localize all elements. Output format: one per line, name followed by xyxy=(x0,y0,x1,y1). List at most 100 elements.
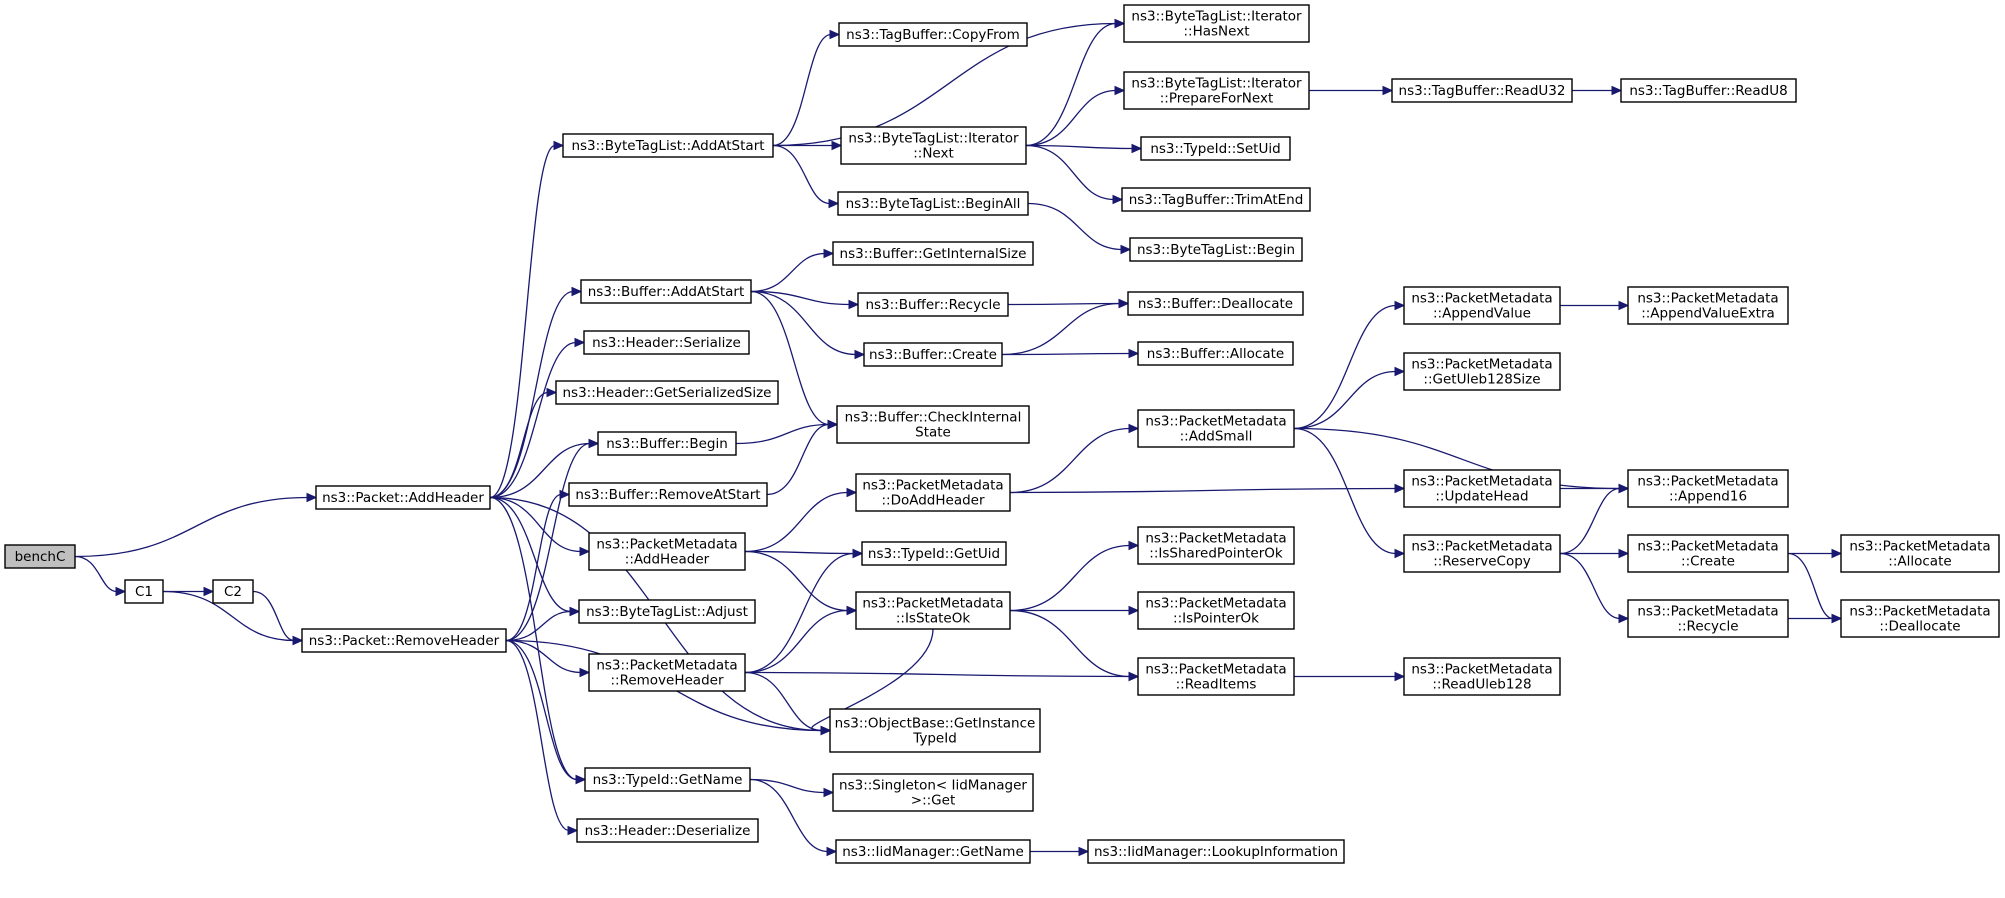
node-pm-get-uleb128-size[interactable]: ns3::PacketMetadata::GetUleb128Size xyxy=(1403,352,1561,391)
arrowhead xyxy=(852,548,864,559)
node-pm-is-state-ok[interactable]: ns3::PacketMetadata::IsStateOk xyxy=(855,591,1011,630)
node-label-line: ns3::PacketMetadata xyxy=(1637,539,1778,555)
node-hdr-deserialize[interactable]: ns3::Header::Deserialize xyxy=(576,818,759,843)
arrowhead xyxy=(292,635,304,646)
node-pm-is-pointer-ok[interactable]: ns3::PacketMetadata::IsPointerOk xyxy=(1137,591,1295,630)
edge-add-header-pkt-to-hdr-serialize xyxy=(489,337,586,499)
edge-btl-add-at-start-to-btl-begin-all xyxy=(772,144,840,209)
node-pm-recycle[interactable]: ns3::PacketMetadata::Recycle xyxy=(1627,599,1789,638)
node-box xyxy=(863,342,1003,367)
node-remove-header-pkt[interactable]: ns3::Packet::RemoveHeader xyxy=(301,628,507,653)
node-pm-reserve-copy[interactable]: ns3::PacketMetadata::ReserveCopy xyxy=(1403,534,1561,573)
node-label-line: ns3::PacketMetadata xyxy=(862,596,1003,612)
edge-btli-prep-next-to-tb-read-u32 xyxy=(1309,85,1394,96)
node-tb-read-u8[interactable]: ns3::TagBuffer::ReadU8 xyxy=(1620,78,1797,103)
node-hdr-get-ser-size[interactable]: ns3::Header::GetSerializedSize xyxy=(555,380,779,405)
node-box xyxy=(1123,4,1310,43)
node-buf-create[interactable]: ns3::Buffer::Create xyxy=(863,342,1003,367)
edge-btli-next-to-btli-has-next xyxy=(1025,18,1126,147)
node-btli-has-next[interactable]: ns3::ByteTagList::Iterator::HasNext xyxy=(1123,4,1310,43)
node-c2[interactable]: C2 xyxy=(212,579,254,604)
edge-remove-header-pkt-to-type-id-get-name xyxy=(505,639,587,785)
node-buf-remove-at-start[interactable]: ns3::Buffer::RemoveAtStart xyxy=(568,482,768,507)
node-pm-create[interactable]: ns3::PacketMetadata::Create xyxy=(1627,534,1789,573)
node-c1[interactable]: C1 xyxy=(124,579,164,604)
edge-line xyxy=(505,639,570,832)
edge-line xyxy=(749,778,826,794)
node-buf-recycle[interactable]: ns3::Buffer::Recycle xyxy=(857,292,1009,317)
node-hdr-serialize[interactable]: ns3::Header::Serialize xyxy=(583,330,750,355)
node-btli-next[interactable]: ns3::ByteTagList::Iterator::Next xyxy=(840,126,1027,165)
node-buf-allocate[interactable]: ns3::Buffer::Allocate xyxy=(1137,341,1294,366)
node-type-id-get-uid[interactable]: ns3::TypeId::GetUid xyxy=(861,541,1007,566)
edge-buf-remove-at-start-to-buf-check-int xyxy=(766,419,839,496)
arrowhead xyxy=(1128,671,1140,682)
node-tb-trim-at-end[interactable]: ns3::TagBuffer::TrimAtEnd xyxy=(1121,187,1311,212)
node-label-line: ::Deallocate xyxy=(1879,619,1960,635)
arrowhead xyxy=(831,140,843,151)
node-label-line: ns3::PacketMetadata xyxy=(1849,539,1990,555)
node-box xyxy=(1403,534,1561,573)
node-box xyxy=(1137,591,1295,630)
node-buf-add-at-start[interactable]: ns3::Buffer::AddAtStart xyxy=(580,279,752,304)
node-type-id-get-name[interactable]: ns3::TypeId::GetName xyxy=(584,767,751,792)
node-label-line: >::Get xyxy=(911,793,955,809)
node-buf-begin[interactable]: ns3::Buffer::Begin xyxy=(597,431,737,456)
node-iid-mgr-lookup[interactable]: ns3::IidManager::LookupInformation xyxy=(1087,839,1345,864)
node-pm-update-head[interactable]: ns3::PacketMetadata::UpdateHead xyxy=(1403,469,1561,508)
edge-btli-next-to-type-id-set-uid xyxy=(1025,143,1143,154)
arrowhead xyxy=(1618,300,1630,311)
node-singleton-get[interactable]: ns3::Singleton< IidManager>::Get xyxy=(832,773,1034,812)
edge-line xyxy=(1007,302,1121,306)
node-tb-copy-from[interactable]: ns3::TagBuffer::CopyFrom xyxy=(838,22,1028,47)
edge-remove-header-pkt-to-buf-begin xyxy=(505,438,600,642)
node-pm-add-header[interactable]: ns3::PacketMetadata::AddHeader xyxy=(588,532,746,571)
edge-line xyxy=(1559,487,1621,555)
node-box xyxy=(4,544,76,569)
edge-type-id-get-name-to-singleton-get xyxy=(749,778,835,798)
edge-pm-add-small-to-pm-reserve-copy xyxy=(1293,427,1406,559)
node-pm-deallocate[interactable]: ns3::PacketMetadata::Deallocate xyxy=(1840,599,2000,638)
node-pm-add-small[interactable]: ns3::PacketMetadata::AddSmall xyxy=(1137,409,1295,448)
edge-line xyxy=(744,671,1131,678)
edge-buf-add-at-start-to-buf-check-int xyxy=(750,290,839,430)
node-pm-read-items[interactable]: ns3::PacketMetadata::ReadItems xyxy=(1137,657,1295,696)
node-type-id-set-uid[interactable]: ns3::TypeId::SetUid xyxy=(1140,136,1291,161)
node-box xyxy=(1140,136,1291,161)
node-pm-remove-header[interactable]: ns3::PacketMetadata::RemoveHeader xyxy=(588,653,746,692)
edge-pm-remove-header-to-type-id-get-uid xyxy=(744,548,864,674)
node-pm-is-shared-ptr-ok[interactable]: ns3::PacketMetadata::IsSharedPointerOk xyxy=(1137,526,1295,565)
node-box xyxy=(1137,409,1295,448)
node-label-line: ::Recycle xyxy=(1677,619,1738,635)
node-box xyxy=(584,767,751,792)
node-add-header-pkt[interactable]: ns3::Packet::AddHeader xyxy=(315,485,491,510)
node-btl-begin-all[interactable]: ns3::ByteTagList::BeginAll xyxy=(837,191,1029,216)
node-pm-append16[interactable]: ns3::PacketMetadata::Append16 xyxy=(1627,469,1789,508)
node-tb-read-u32[interactable]: ns3::TagBuffer::ReadU32 xyxy=(1391,78,1573,103)
node-btl-add-at-start[interactable]: ns3::ByteTagList::AddAtStart xyxy=(562,133,774,158)
node-label-line: ns3::Header::Deserialize xyxy=(585,823,751,839)
edge-pm-do-add-header-to-pm-update-head xyxy=(1009,483,1406,494)
node-pm-append-value[interactable]: ns3::PacketMetadata::AppendValue xyxy=(1403,286,1561,325)
node-label-line: ::ReserveCopy xyxy=(1433,554,1531,570)
node-buf-deallocate[interactable]: ns3::Buffer::Deallocate xyxy=(1127,291,1304,316)
node-pm-allocate[interactable]: ns3::PacketMetadata::Allocate xyxy=(1840,534,2000,573)
node-pm-append-value-extra[interactable]: ns3::PacketMetadata::AppendValueExtra xyxy=(1627,286,1789,325)
node-buf-get-int-size[interactable]: ns3::Buffer::GetInternalSize xyxy=(832,241,1034,266)
edge-pm-recycle-to-pm-deallocate xyxy=(1788,613,1843,624)
node-label-line: ::AppendValueExtra xyxy=(1641,306,1775,322)
edge-line xyxy=(489,391,549,499)
arrowhead xyxy=(306,492,318,503)
node-bench-c[interactable]: benchC xyxy=(4,544,76,569)
node-iid-mgr-get-name[interactable]: ns3::IidManager::GetName xyxy=(835,839,1031,864)
node-pm-read-uleb128[interactable]: ns3::PacketMetadata::ReadUleb128 xyxy=(1403,657,1561,696)
node-btl-begin[interactable]: ns3::ByteTagList::Begin xyxy=(1129,237,1303,262)
arrowhead xyxy=(1394,671,1406,682)
edge-pm-reserve-copy-to-pm-create xyxy=(1560,548,1630,559)
edge-line xyxy=(489,496,578,781)
node-btli-prep-next[interactable]: ns3::ByteTagList::Iterator::PrepareForNe… xyxy=(1123,71,1310,110)
node-pm-do-add-header[interactable]: ns3::PacketMetadata::DoAddHeader xyxy=(855,473,1011,512)
node-btl-adjust[interactable]: ns3::ByteTagList::Adjust xyxy=(578,599,756,624)
